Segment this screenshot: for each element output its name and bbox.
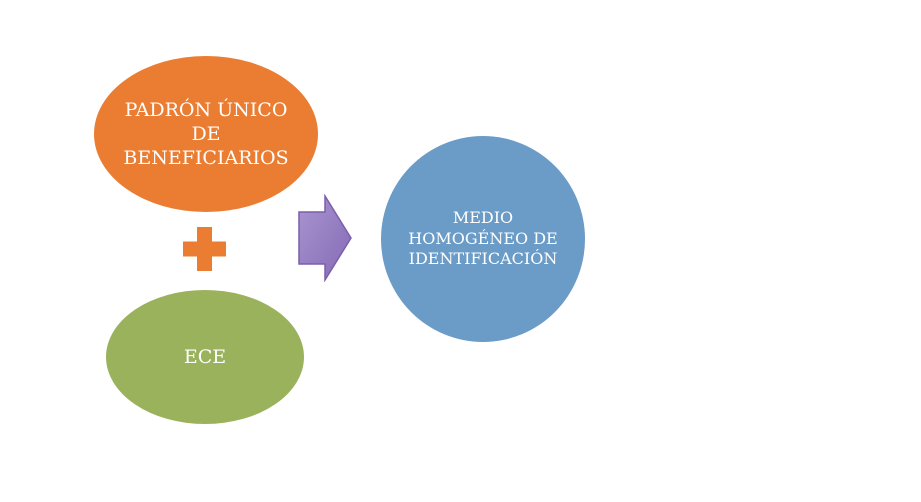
padron-unico-node: PADRÓN ÚNICO DE BENEFICIARIOS [94, 56, 318, 212]
ece-label: ECE [183, 345, 227, 368]
plus-icon [183, 227, 226, 271]
arrow-right-icon [298, 194, 352, 282]
padron-unico-label: PADRÓN ÚNICO DE BENEFICIARIOS [123, 98, 289, 170]
medio-homogeneo-node: MEDIO HOMOGÉNEO DE IDENTIFICACIÓN [381, 136, 585, 342]
medio-homogeneo-label: MEDIO HOMOGÉNEO DE IDENTIFICACIÓN [408, 207, 558, 269]
ece-node: ECE [106, 290, 304, 424]
